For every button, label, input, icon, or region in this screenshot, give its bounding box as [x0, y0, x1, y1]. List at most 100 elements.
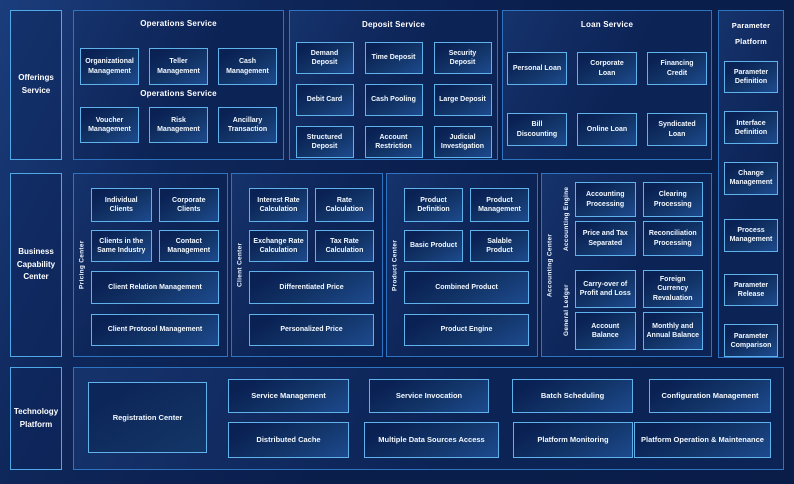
loan-service-title: Loan Service: [580, 20, 634, 29]
box-interface-definition: Interface Definition: [724, 111, 778, 144]
box-financing-credit: Financing Credit: [647, 52, 707, 85]
box-teller-management: Teller Management: [149, 48, 208, 85]
rail-offerings-service: Offerings Service: [10, 10, 62, 160]
pricing-pair-1: Individual Clients Corporate Clients: [91, 188, 219, 222]
operations-row-1: Organizational Management Teller Managem…: [74, 48, 283, 85]
box-rate-calculation: Rate Calculation: [315, 188, 374, 222]
box-cash-management: Cash Management: [218, 48, 277, 85]
client-pair-2: Exchange Rate Calculation Tax Rate Calcu…: [249, 230, 374, 262]
box-account-balance: Account Balance: [575, 312, 636, 350]
rail-technology-label: Technology Platform: [13, 406, 59, 429]
box-contact-management: Contact Management: [158, 230, 219, 262]
box-clearing-processing: Clearing Processing: [642, 182, 703, 217]
box-personal-loan: Personal Loan: [507, 52, 567, 85]
box-large-deposit: Large Deposit: [433, 84, 492, 116]
box-reconciliation-processing: Reconciliation Processing: [642, 221, 703, 256]
box-account-restriction: Account Restriction: [364, 126, 423, 158]
client-center-content: Interest Rate Calculation Rate Calculati…: [248, 174, 382, 356]
box-online-loan: Online Loan: [577, 113, 637, 146]
operations-service-panel: Operations Service Organizational Manage…: [73, 10, 284, 160]
rail-business-label: Business Capability Center: [16, 246, 56, 282]
rail-technology-platform: Technology Platform: [10, 367, 62, 470]
box-judicial-investigation: Judicial Investigation: [433, 126, 492, 158]
box-salable-product: Salable Product: [470, 230, 529, 262]
rail-business-capability-center: Business Capability Center: [10, 173, 62, 357]
box-process-management: Process Management: [724, 218, 778, 252]
rail-offerings-label: Offerings Service: [18, 73, 54, 95]
pricing-pair-2: Clients in the Same Industry Contact Man…: [91, 230, 219, 262]
box-configuration-management: Configuration Management: [649, 379, 771, 413]
box-service-management: Service Management: [228, 379, 349, 413]
box-security-deposit: Security Deposit: [433, 42, 492, 74]
box-registration-center: Registration Center: [88, 382, 207, 453]
box-multiple-data-sources-access: Multiple Data Sources Access: [364, 422, 499, 458]
box-corporate-clients: Corporate Clients: [158, 188, 219, 222]
box-cash-pooling: Cash Pooling: [364, 84, 423, 116]
accounting-center-vertical-label: Accounting Center: [546, 233, 554, 297]
loan-row-2: Bill Discounting Online Loan Syndicated …: [503, 113, 711, 146]
box-basic-product: Basic Product: [404, 230, 463, 262]
box-debit-card: Debit Card: [295, 84, 354, 116]
loan-row-1: Personal Loan Corporate Loan Financing C…: [503, 52, 711, 85]
box-foreign-currency-revaluation: Foreign Currency Revaluation: [642, 270, 703, 308]
general-ledger-vertical-label: General Ledger: [563, 284, 570, 336]
deposit-service-panel: Deposit Service Demand Deposit Time Depo…: [289, 10, 498, 160]
box-change-management: Change Management: [724, 162, 778, 195]
box-voucher-management: Voucher Management: [80, 107, 139, 143]
box-service-invocation: Service Invocation: [369, 379, 489, 413]
accounting-engine-vertical-label: Accounting Engine: [563, 186, 570, 252]
box-clients-same-industry: Clients in the Same Industry: [91, 230, 152, 262]
box-bill-discounting: Bill Discounting: [507, 113, 567, 146]
operations-service-subtitle: Operations Service: [140, 89, 217, 98]
client-center-panel: Client Center Interest Rate Calculation …: [231, 173, 383, 357]
pricing-center-vertical-label: Pricing Center: [78, 240, 86, 290]
box-exchange-rate-calculation: Exchange Rate Calculation: [249, 230, 308, 262]
box-batch-scheduling: Batch Scheduling: [512, 379, 633, 413]
box-parameter-comparison: Parameter Comparison: [724, 324, 778, 357]
operations-row-2: Voucher Management Risk Management Ancil…: [74, 107, 283, 143]
box-corporate-loan: Corporate Loan: [577, 52, 637, 85]
box-individual-clients: Individual Clients: [91, 188, 152, 222]
box-structured-deposit: Structured Deposit: [295, 126, 354, 158]
accounting-center-panel: Accounting Center Accounting Engine Acco…: [541, 173, 712, 357]
box-platform-monitoring: Platform Monitoring: [513, 422, 633, 458]
accounting-sections: Accounting Engine Accounting Processing …: [558, 174, 711, 356]
accounting-engine-section: Accounting Engine Accounting Processing …: [558, 182, 703, 256]
general-ledger-section: General Ledger Carry-over of Profit and …: [558, 270, 703, 350]
technology-platform-panel: Registration Center Service Management S…: [73, 367, 784, 470]
client-center-vertical-label: Client Center: [236, 242, 244, 288]
box-client-relation-management: Client Relation Management: [91, 271, 219, 304]
general-ledger-grid: Carry-over of Profit and Loss Foreign Cu…: [575, 270, 703, 350]
box-risk-management: Risk Management: [149, 107, 208, 143]
box-demand-deposit: Demand Deposit: [295, 42, 354, 74]
box-interest-rate-calculation: Interest Rate Calculation: [249, 188, 308, 222]
operations-service-title: Operations Service: [140, 19, 217, 28]
box-product-definition: Product Definition: [404, 188, 463, 222]
box-parameter-release: Parameter Release: [724, 273, 778, 307]
box-price-tax-separated: Price and Tax Separated: [575, 221, 636, 256]
client-pair-1: Interest Rate Calculation Rate Calculati…: [249, 188, 374, 222]
product-pair-2: Basic Product Salable Product: [404, 230, 529, 262]
box-tax-rate-calculation: Tax Rate Calculation: [315, 230, 374, 262]
box-accounting-processing: Accounting Processing: [575, 182, 636, 217]
box-client-protocol-management: Client Protocol Management: [91, 314, 219, 346]
box-organizational-management: Organizational Management: [80, 48, 139, 85]
box-parameter-definition: Parameter Definition: [724, 60, 778, 94]
parameter-platform-title: Parameter Platform: [731, 21, 771, 46]
product-center-panel: Product Center Product Definition Produc…: [386, 173, 538, 357]
pricing-center-panel: Pricing Center Individual Clients Corpor…: [73, 173, 228, 357]
box-carry-over-profit-loss: Carry-over of Profit and Loss: [575, 270, 636, 308]
box-differentiated-price: Differentiated Price: [249, 271, 374, 304]
product-pair-1: Product Definition Product Management: [404, 188, 529, 222]
box-personalized-price: Personalized Price: [249, 314, 374, 346]
loan-service-panel: Loan Service Personal Loan Corporate Loa…: [502, 10, 712, 160]
parameter-platform-panel: Parameter Platform Parameter Definition …: [718, 10, 784, 358]
box-combined-product: Combined Product: [404, 271, 529, 304]
box-syndicated-loan: Syndicated Loan: [647, 113, 707, 146]
deposit-grid: Demand Deposit Time Deposit Security Dep…: [290, 42, 497, 158]
deposit-service-title: Deposit Service: [361, 20, 426, 29]
box-ancillary-transaction: Ancillary Transaction: [218, 107, 277, 143]
box-monthly-annual-balance: Monthly and Annual Balance: [642, 312, 703, 350]
box-platform-operation-maintenance: Platform Operation & Maintenance: [634, 422, 771, 458]
